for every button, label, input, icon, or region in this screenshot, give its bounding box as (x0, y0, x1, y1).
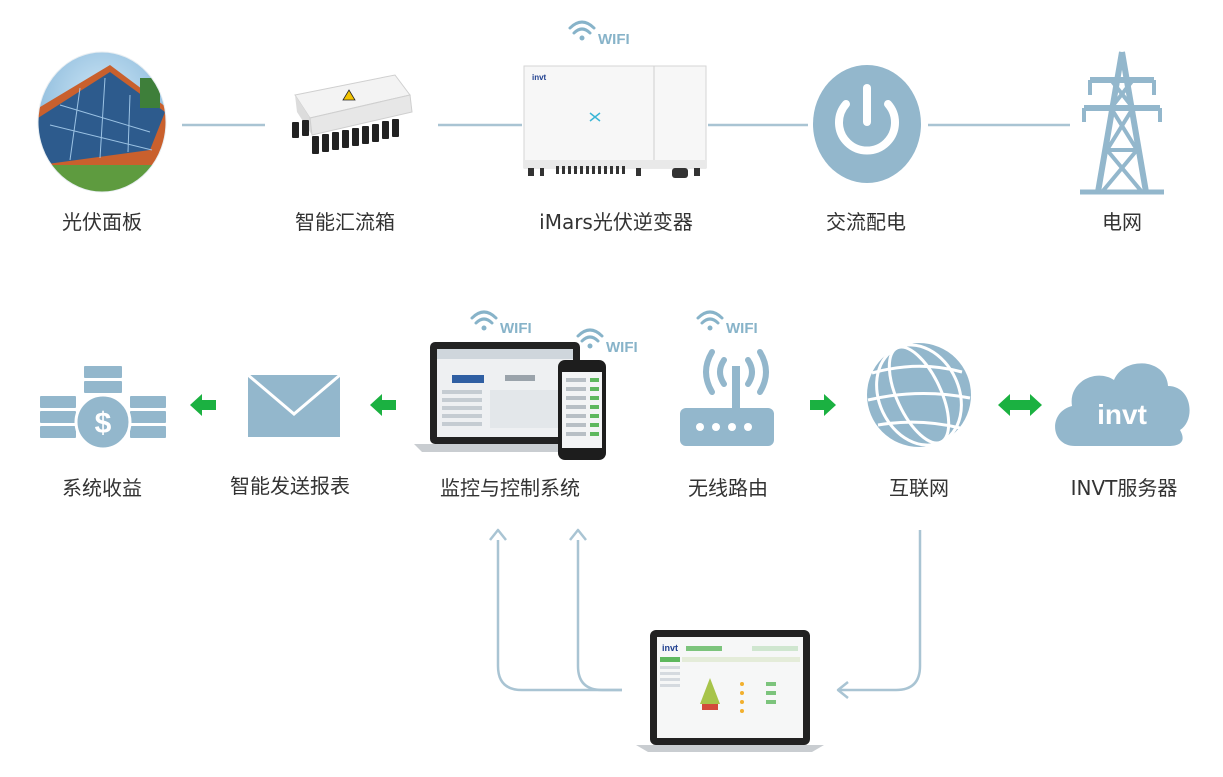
router-wifi-icon (696, 310, 724, 331)
feedback-lines (496, 530, 922, 692)
label-inverter: iMars光伏逆变器 (539, 210, 693, 234)
monitor-wifi-label: WIFI (500, 320, 532, 337)
monitoring-laptop-image (414, 342, 596, 452)
label-ac-distribution: 交流配电 (826, 210, 906, 234)
phone-wifi-label: WIFI (606, 339, 638, 356)
inverter-wifi-label: WIFI (598, 31, 630, 48)
monitor-wifi-icon (470, 310, 498, 331)
label-smart-report: 智能发送报表 (230, 474, 350, 498)
line-laptop-to-monitor-1 (496, 540, 622, 692)
envelope-icon (247, 373, 341, 437)
label-internet: 互联网 (889, 476, 949, 500)
power-tower-icon (1080, 51, 1164, 195)
label-combiner-box: 智能汇流箱 (295, 210, 395, 234)
ac-power-icon (813, 65, 921, 183)
label-solar-panel: 光伏面板 (62, 210, 142, 234)
dashboard-laptop-image: invt (636, 630, 824, 752)
label-wireless-router: 无线路由 (688, 476, 768, 500)
solar-panel-image (37, 51, 167, 193)
monitoring-phone-image (558, 360, 606, 460)
router-icon (680, 349, 774, 446)
arrow-to-report (370, 394, 396, 416)
arrow-internet-server (998, 394, 1042, 416)
phone-wifi-icon (576, 328, 604, 349)
label-power-grid: 电网 (1102, 210, 1142, 234)
label-system-income: 系统收益 (62, 476, 142, 500)
line-internet-to-laptop (840, 530, 922, 692)
label-invt-server: INVT服务器 (1070, 476, 1178, 500)
label-monitor-system: 监控与控制系统 (440, 476, 580, 500)
combiner-box-image (292, 74, 413, 154)
internet-globe-icon (867, 343, 971, 447)
router-wifi-label: WIFI (726, 320, 758, 337)
feedback-arrowheads (489, 528, 849, 699)
inverter-brand-logo: invt (532, 73, 547, 82)
svg-text:$: $ (95, 407, 112, 440)
server-cloud-icon: invt (1055, 363, 1190, 446)
arrow-to-income (190, 394, 216, 416)
dashboard-brand-logo: invt (662, 643, 678, 653)
inverter-image: invt (523, 65, 707, 178)
inverter-wifi-icon (568, 20, 596, 41)
line-laptop-to-monitor-2 (576, 540, 622, 692)
server-brand-logo: invt (1097, 399, 1147, 430)
arrow-router-to-internet (810, 394, 836, 416)
income-money-icon: $ (40, 366, 166, 451)
